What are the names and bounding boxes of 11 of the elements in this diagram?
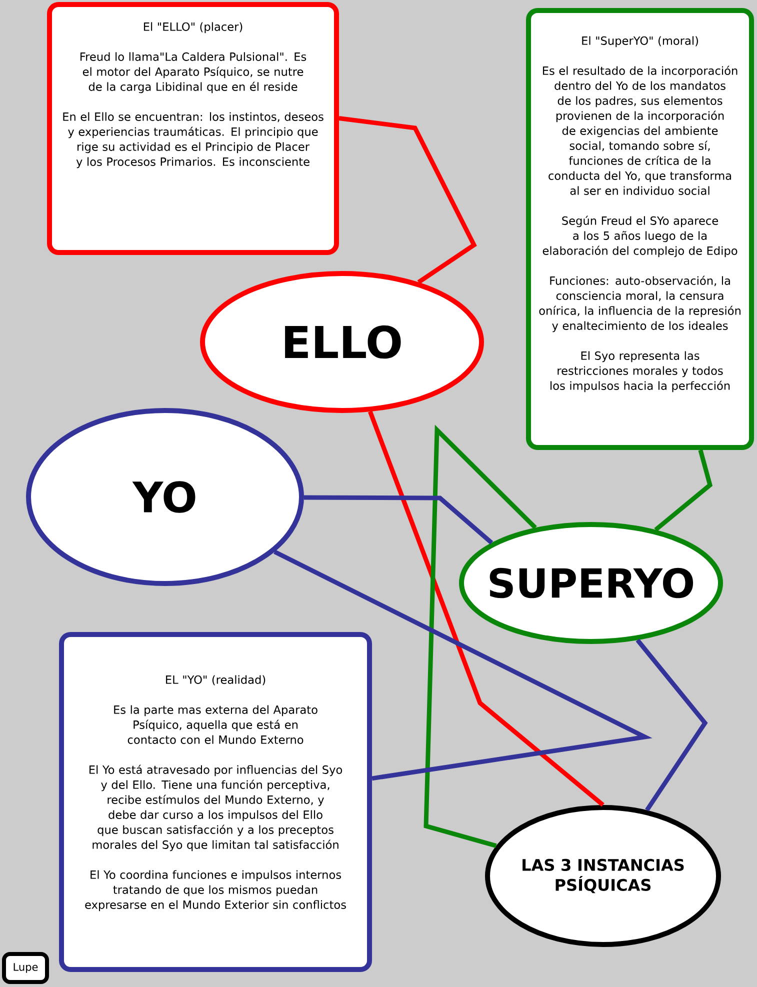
info-card: EL "YO" (realidad) Es la parte mas externa del Aparato Psíquico, aquella que está en contacto con el Mundo Externo El Yo está atravesado por influencias del Syo y del Ello. Tiene una función perceptiva, recibe estímulos del Mundo Externo, y debe dar curso a los impulsos del Ello que buscan satisfacción y a los preceptos morales del Syo que limitan tal satisfacción El Yo coordina funciones e impulsos internos tratando de que los mismos puedan expresarse en el Mundo Exterior sin conflictos — [59, 632, 372, 972]
connector-line — [274, 550, 652, 781]
connector-line — [424, 424, 537, 848]
info-card: El "SuperYO" (moral) Es el resultado de la incorporación dentro del Yo de los mandatos de los padres, sus elementos provienen de la incorporación de exigencias del ambiente social, tomando sobre sí, funciones de crítica de la conducta del Yo, que transforma al ser en individuo social Según Freud el SYo aparece a los 5 años luego de la elaboración del complejo de Edipo Funciones: auto-observación, la consciencia moral, la censura onírica, la influencia de la represión y enaltecimiento de los ideales El Syo representa las restricciones morales y todos los impulsos hacia la perfección — [526, 8, 754, 450]
connector-line — [368, 410, 604, 807]
info-card: El "ELLO" (placer) Freud lo llama"La Caldera Pulsional". Es el motor del Aparato Psíquico, se nutre de la carga Libidinal que en él reside En el Ello se encuentran: los instintos, deseos y experiencias traumáticas. El principio que rige su actividad es el Principio de Placer y los Procesos Primarios. Es inconsciente — [47, 2, 339, 255]
connector-line — [654, 449, 713, 532]
connector-line — [636, 638, 708, 812]
connector-line — [338, 116, 477, 284]
connector-line — [304, 495, 494, 545]
name-tag: Lupe — [2, 952, 49, 984]
